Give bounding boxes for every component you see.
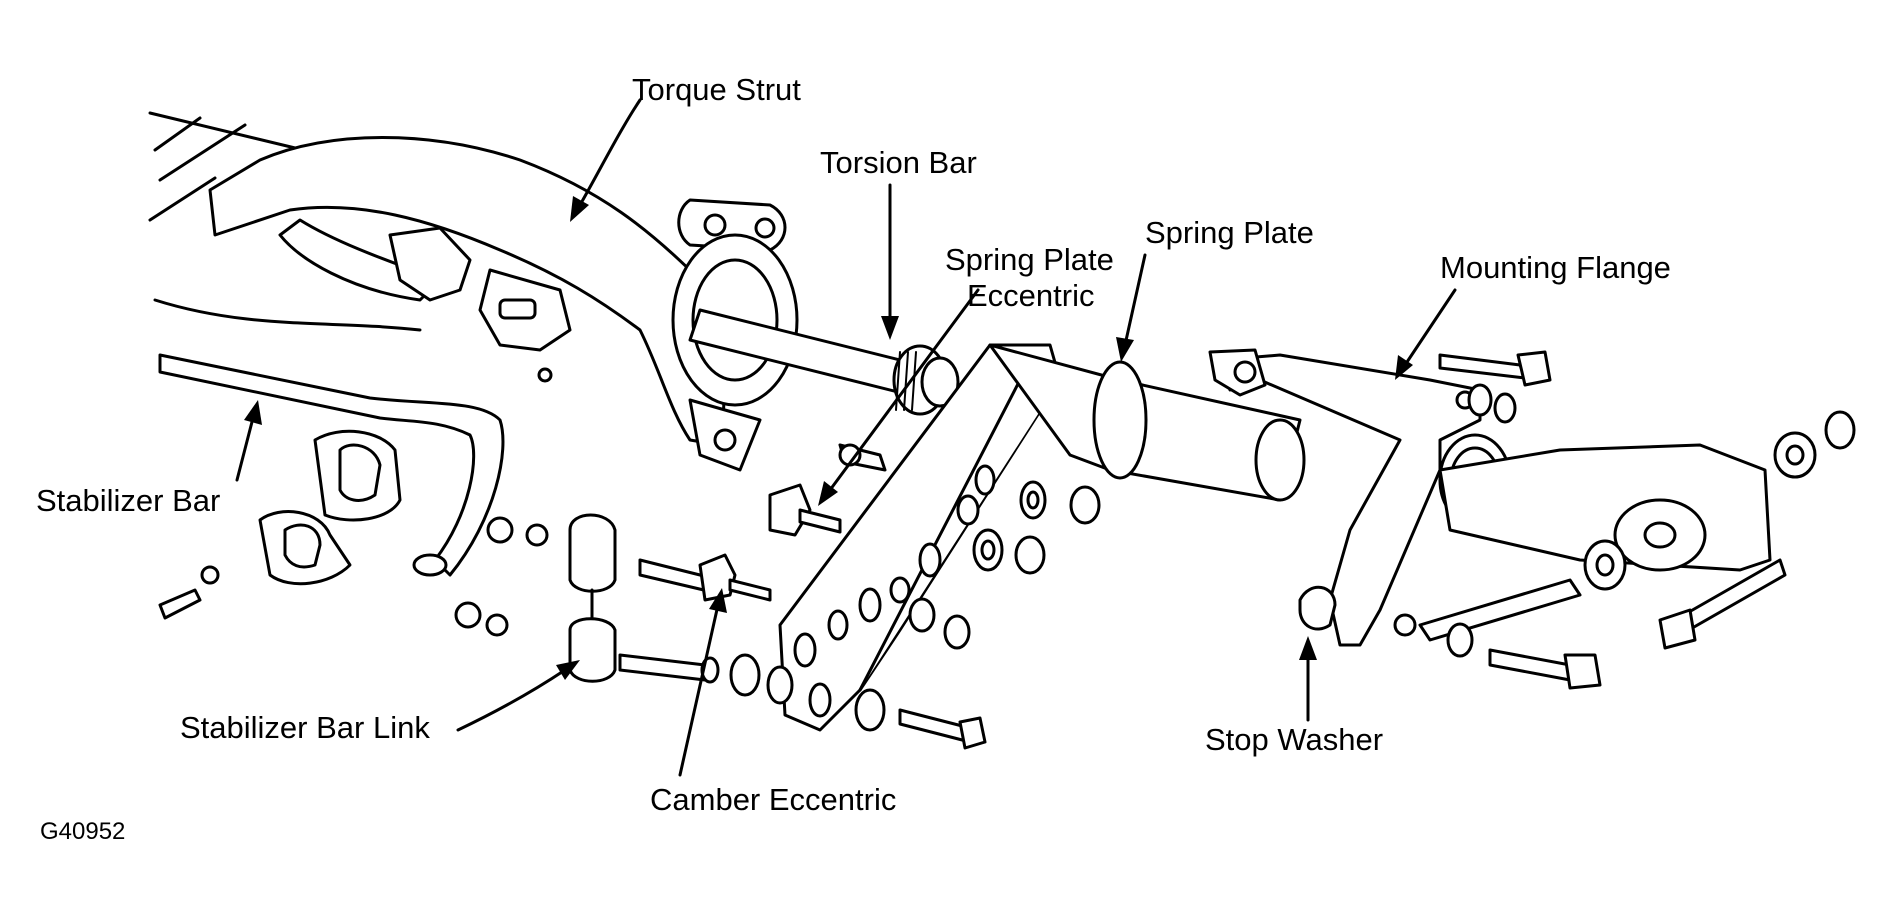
mounting-flange-hardware <box>1298 350 1856 690</box>
leader-camber-eccentric <box>678 588 727 777</box>
leader-stabilizer-bar-link <box>456 660 580 732</box>
leader-stabilizer-bar <box>235 400 262 482</box>
label-torsion-bar: Torsion Bar <box>820 145 977 180</box>
torsion-bar-part <box>688 308 960 416</box>
leader-mounting-flange <box>1395 288 1457 380</box>
camber-eccentric-part <box>638 553 772 602</box>
label-stabilizer-bar: Stabilizer Bar <box>36 483 221 518</box>
trailing-arm-tube <box>988 343 1306 502</box>
label-mounting-flange: Mounting Flange <box>1440 250 1671 285</box>
label-spring-plate: Spring Plate <box>1145 215 1314 250</box>
stabilizer-bar-link-part <box>454 513 720 684</box>
stabilizer-bar-part <box>158 353 505 620</box>
label-spring-plate-eccentric-line1: Spring Plate <box>945 242 1114 277</box>
leader-torque-strut <box>570 98 642 222</box>
label-camber-eccentric: Camber Eccentric <box>650 782 897 817</box>
label-stop-washer: Stop Washer <box>1205 722 1384 757</box>
label-torque-strut: Torque Strut <box>632 72 801 107</box>
leader-spring-plate <box>1116 253 1147 362</box>
label-stabilizer-bar-link: Stabilizer Bar Link <box>180 710 430 745</box>
leader-spring-plate-eccentric <box>818 288 980 506</box>
leader-stop-washer <box>1299 636 1317 722</box>
label-spring-plate-eccentric-line2: Eccentric <box>967 277 1095 313</box>
spring-plate-hardware <box>729 480 1101 750</box>
spring-plate-eccentric-part <box>768 443 887 537</box>
figure-id: G40952 <box>40 818 126 845</box>
leader-torsion-bar <box>881 183 899 340</box>
label-spring-plate-eccentric: Spring Plate Eccentric <box>945 242 1114 313</box>
